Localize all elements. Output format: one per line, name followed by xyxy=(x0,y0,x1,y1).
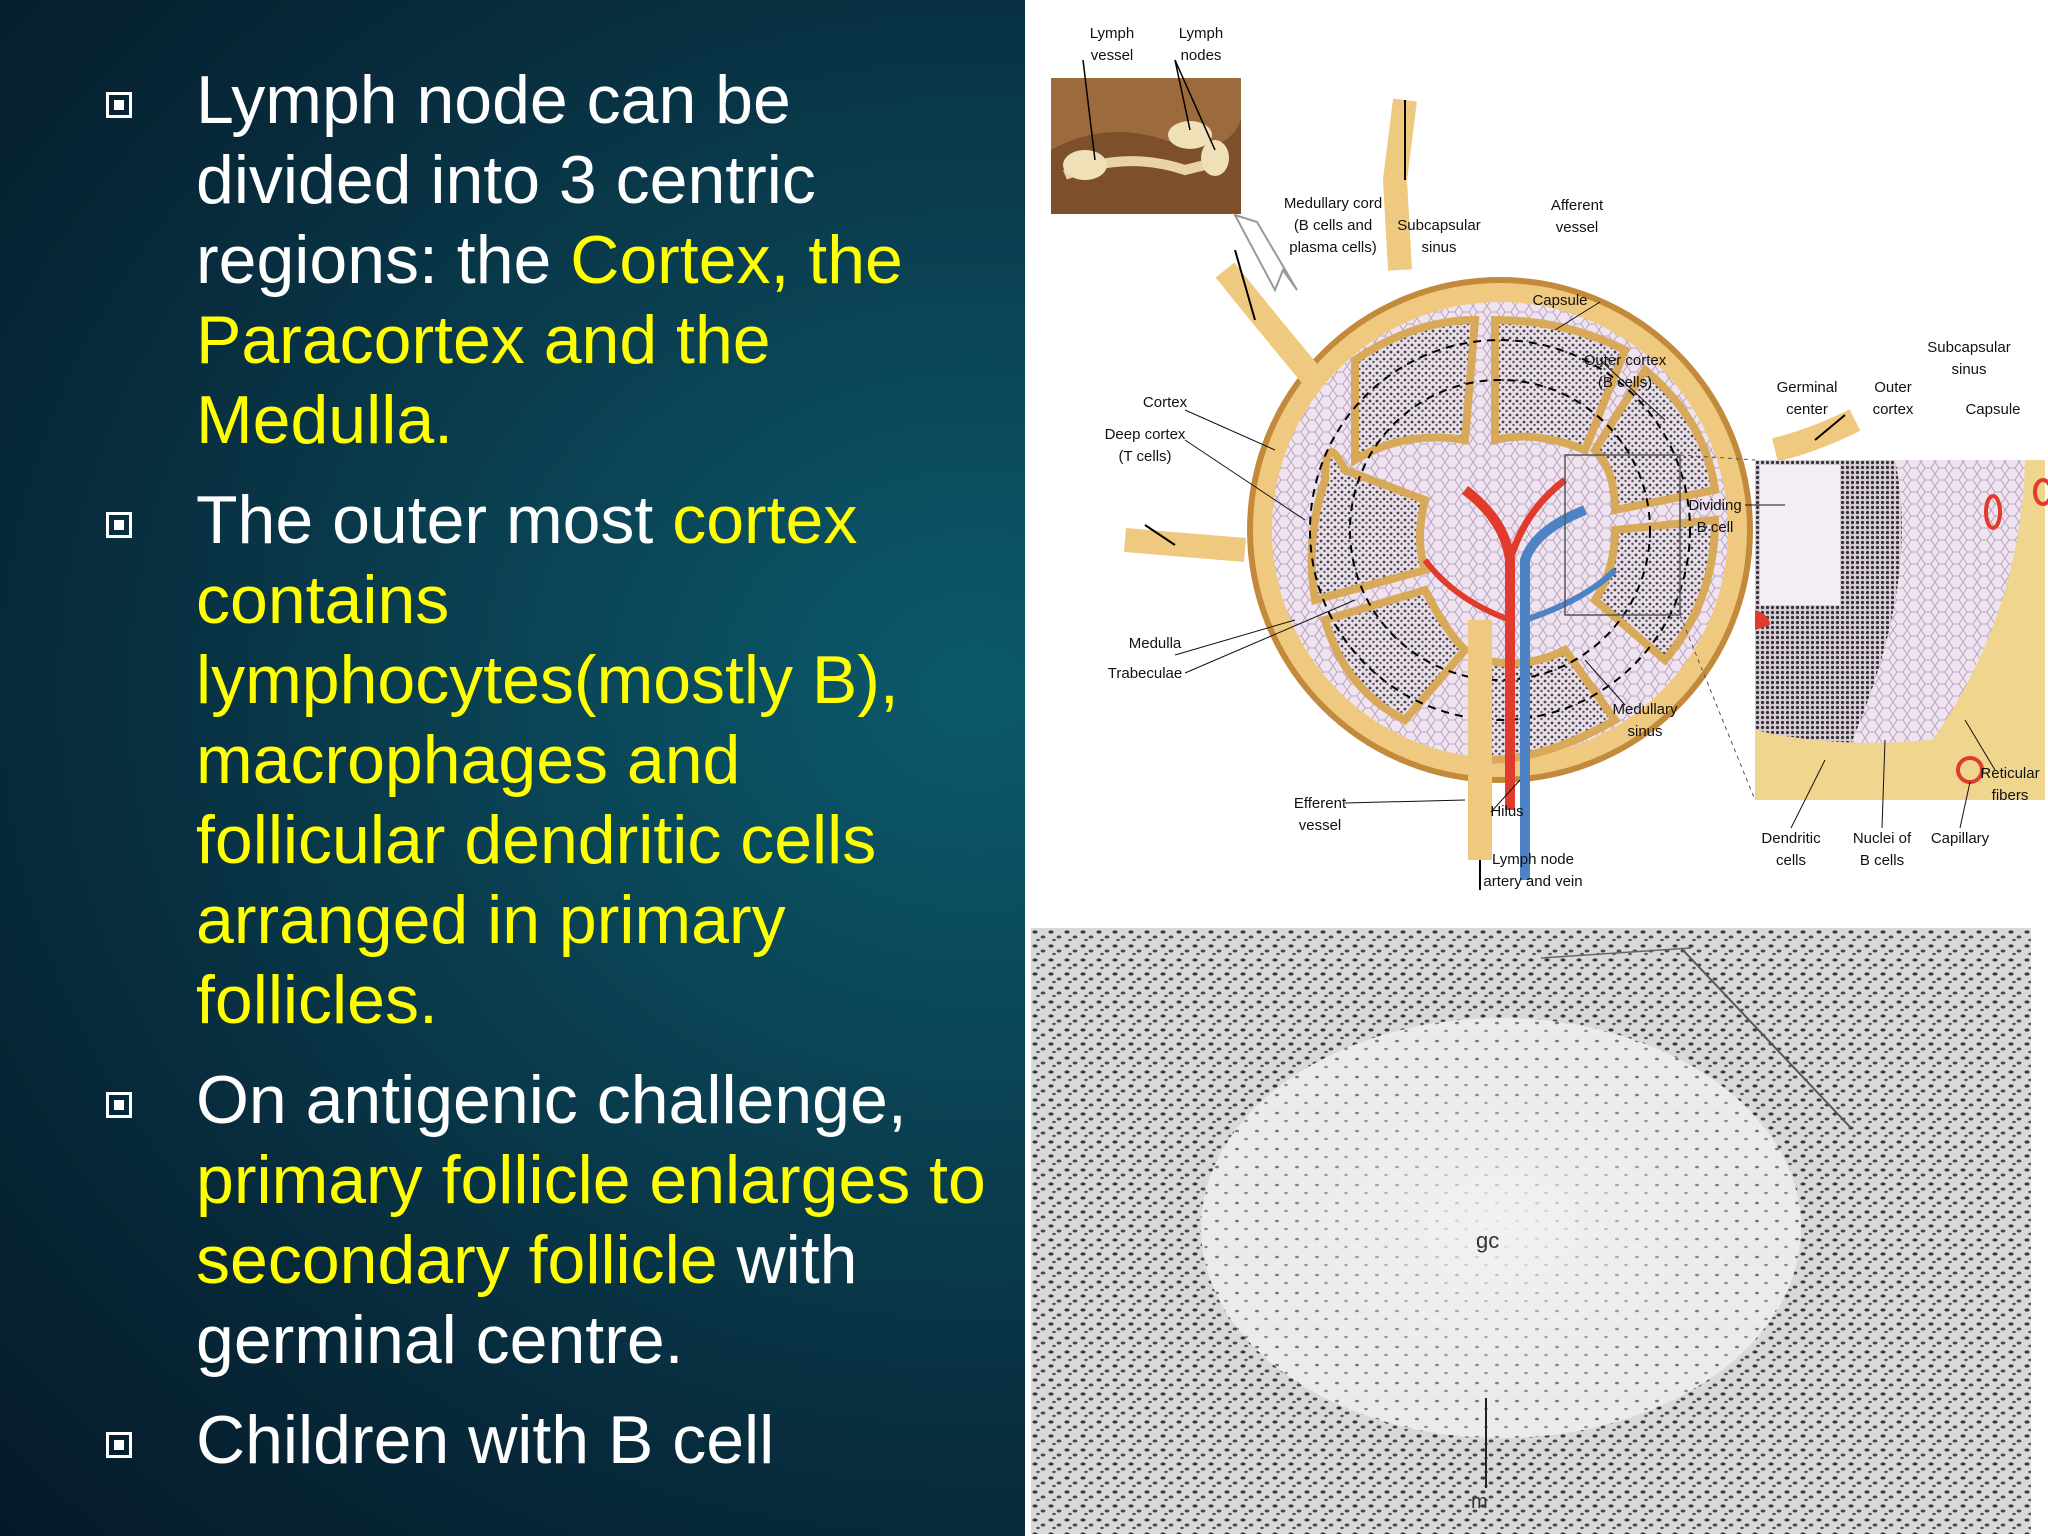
boxed-square-bullet-icon xyxy=(106,92,132,118)
bullet-item: On antigenic challenge, primary follicle… xyxy=(0,1060,1025,1380)
bullet-text: Lymph node can be divided into 3 centric… xyxy=(196,62,903,458)
bullet-text: The outer most cortex contains lymphocyt… xyxy=(196,482,899,1038)
micrograph-label-gc: gc xyxy=(1476,1228,1499,1253)
bullet-item: The outer most cortex contains lymphocyt… xyxy=(0,480,1025,1040)
label-trabeculae: Trabeculae xyxy=(1108,665,1183,682)
label-capsule-detail: Capsule xyxy=(1965,401,2020,418)
bullet-text-highlight: cortex contains lymphocytes(mostly B), m… xyxy=(196,482,899,1038)
micrograph-label-m: m xyxy=(1471,1491,1488,1513)
bullet-list: Lymph node can be divided into 3 centric… xyxy=(0,60,1025,1500)
bullet-text: Children with B cell xyxy=(196,1402,774,1478)
label-cortex: Cortex xyxy=(1143,394,1188,411)
lymph-node-cross-section xyxy=(1124,98,1861,890)
label-hilus: Hilus xyxy=(1490,803,1523,820)
bullet-text-plain: On antigenic challenge, xyxy=(196,1062,907,1138)
label-deep-cortex: Deep cortex(T cells) xyxy=(1105,426,1186,465)
boxed-square-bullet-icon xyxy=(106,1092,132,1118)
bullet-text-highlight: primary follicle enlarges to secondary f… xyxy=(196,1142,986,1298)
slide-text-panel: Lymph node can be divided into 3 centric… xyxy=(0,0,1025,1536)
bullet-text-plain: Lymph node can be divided into 3 centric… xyxy=(196,62,816,298)
bullet-text-plain: with germinal centre. xyxy=(196,1222,858,1378)
bullet-item: Children with B cell xyxy=(0,1400,1025,1480)
boxed-square-bullet-icon xyxy=(106,512,132,538)
bullet-text-plain: The outer most xyxy=(196,482,673,558)
label-capillary: Capillary xyxy=(1931,830,1990,847)
boxed-square-bullet-icon xyxy=(106,1432,132,1458)
bullet-text: On antigenic challenge, primary follicle… xyxy=(196,1062,986,1378)
cortex-detail-inset xyxy=(1564,454,2048,801)
bullet-text-plain: Children with B cell xyxy=(196,1402,775,1478)
germinal-centre-micrograph: gc m xyxy=(1031,928,2031,1534)
bullet-text-highlight: Cortex, the Paracortex and the Medulla. xyxy=(196,222,903,458)
label-medulla: Medulla xyxy=(1129,635,1182,652)
diagram-leader-lines xyxy=(1174,301,1996,829)
label-capsule: Capsule xyxy=(1532,292,1587,309)
bullet-item: Lymph node can be divided into 3 centric… xyxy=(0,60,1025,460)
